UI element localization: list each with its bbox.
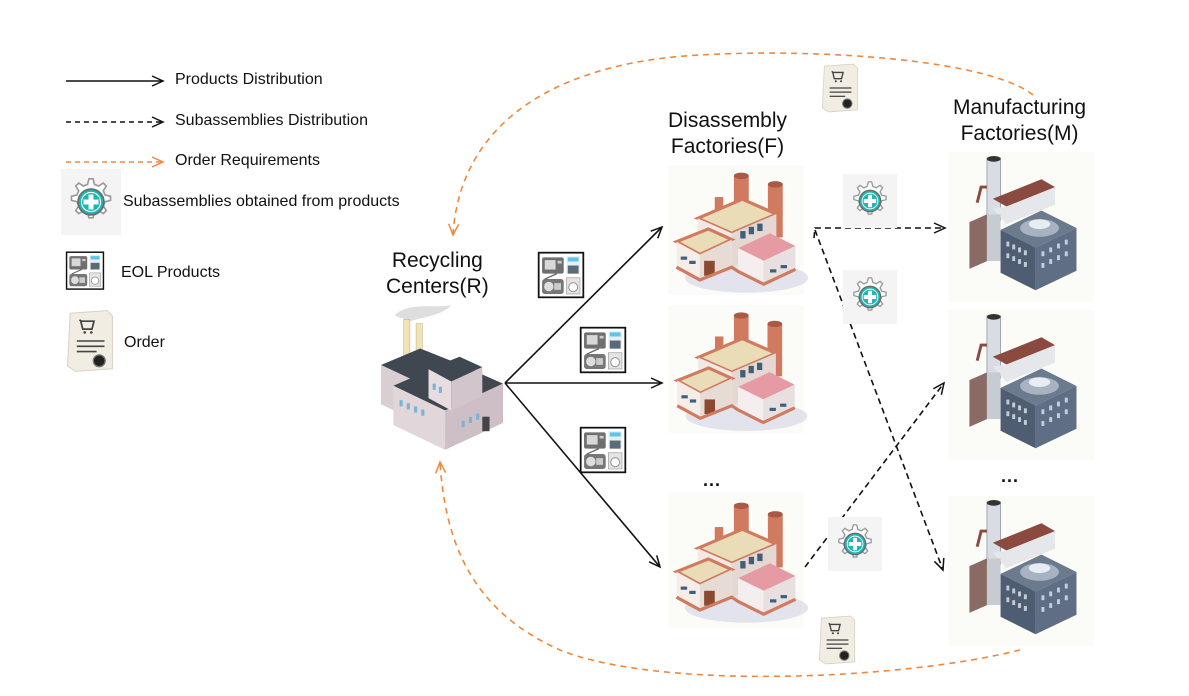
disassembly-label-line1: Disassembly [668, 109, 788, 132]
subassembly-arrow-f1-m3 [814, 229, 945, 572]
product-arrow-to-f3 [504, 382, 662, 569]
recycling-centers-label: Recycling Centers(R) [386, 248, 489, 300]
manufacturing-factories-label: Manufacturing Factories(M) [953, 95, 1086, 147]
recycling-center-icon [378, 304, 508, 455]
manufacturing-factory-1 [948, 152, 1094, 302]
manufacturing-label-line1: Manufacturing [953, 96, 1087, 119]
legend-eol-products-icon [65, 251, 105, 297]
eol-products-token-3 [579, 426, 627, 474]
legend-subassemblies-obtained: Subassemblies obtained from products [123, 193, 400, 210]
order-curve-bottom [435, 460, 1021, 678]
legend-order: Order [124, 334, 165, 351]
order-token-bottom [815, 614, 859, 666]
legend-order-requirements: Order Requirements [175, 152, 320, 169]
manufacturing-ellipsis: ... [1001, 466, 1020, 486]
disassembly-label-line2: Factories(F) [670, 135, 785, 158]
disassembly-factories-label: Disassembly Factories(F) [668, 108, 787, 160]
subassembly-token-3 [828, 517, 882, 571]
eol-products-token-2 [579, 326, 627, 374]
order-token-top [818, 62, 862, 114]
eol-products-token-1 [537, 251, 585, 299]
subassembly-arrow-f1-m1 [813, 222, 947, 239]
disassembly-ellipsis: ... [703, 470, 722, 490]
manufacturing-factory-3 [948, 496, 1094, 646]
disassembly-factory-1 [668, 165, 810, 295]
manufacturing-factory-2 [948, 310, 1094, 460]
recycling-label-line2: Centers(R) [386, 275, 489, 298]
subassembly-token-1 [843, 174, 897, 228]
legend-products-distribution: Products Distribution [175, 71, 323, 88]
disassembly-factory-3 [668, 492, 810, 628]
subassembly-arrow-f3-m2 [804, 381, 946, 568]
legend-eol-products: EOL Products [121, 264, 221, 281]
legend-order-document-icon [62, 308, 118, 374]
recycling-label-line1: Recycling [391, 249, 483, 272]
disassembly-factory-2 [668, 305, 809, 433]
subassembly-token-2 [843, 270, 897, 324]
order-curve-top [447, 52, 1034, 237]
legend-gear-plus-icon [61, 169, 121, 235]
product-arrow-to-f1 [504, 225, 664, 384]
legend-subassemblies-distribution: Subassemblies Distribution [175, 112, 368, 129]
manufacturing-label-line2: Factories(M) [960, 122, 1079, 145]
